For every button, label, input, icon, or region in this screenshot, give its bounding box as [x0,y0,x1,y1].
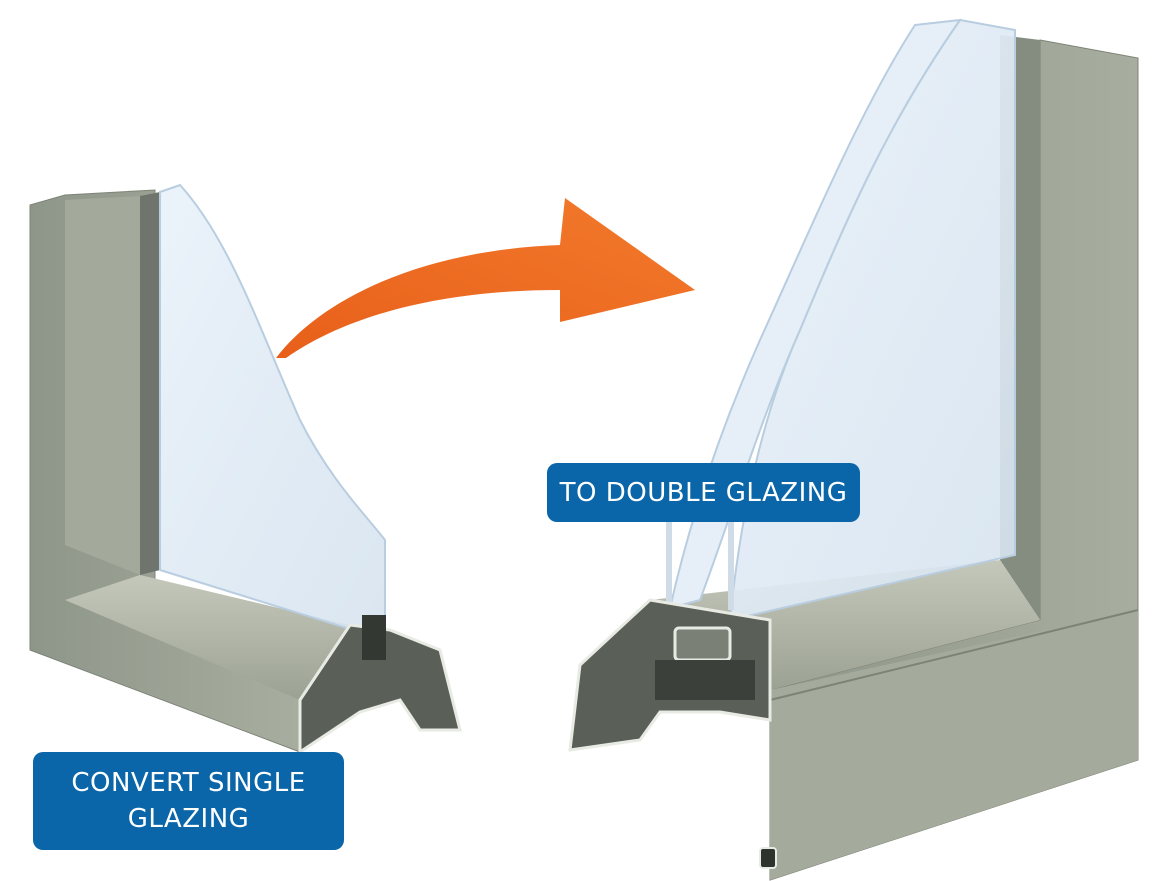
left-frame-sill [65,575,350,700]
glass-edge-left [666,520,672,610]
left-frame-bead [140,192,160,575]
conversion-arrow [276,198,695,358]
to-double-glazing-label: TO DOUBLE GLAZING [547,463,860,522]
left-frame-gasket [362,615,386,660]
right-frame-gasket [655,660,755,700]
single-glass-pane [159,183,386,642]
double-glass-pane-front [668,18,963,610]
double-glazing-frame [568,18,1139,881]
glass-edge-right [728,520,734,610]
right-frame-seam [769,609,1139,701]
right-frame-spacer [673,626,732,662]
single-glazing-frame [29,183,462,755]
to-double-glazing-text: TO DOUBLE GLAZING [559,477,848,508]
right-frame-drain-slot [759,847,777,869]
convert-single-glazing-line2: GLAZING [127,804,250,834]
convert-single-glazing-line1: CONVERT SINGLE [71,768,306,798]
convert-single-glazing-label: CONVERT SINGLE GLAZING [33,752,344,850]
left-frame-inner-stile [65,196,140,575]
